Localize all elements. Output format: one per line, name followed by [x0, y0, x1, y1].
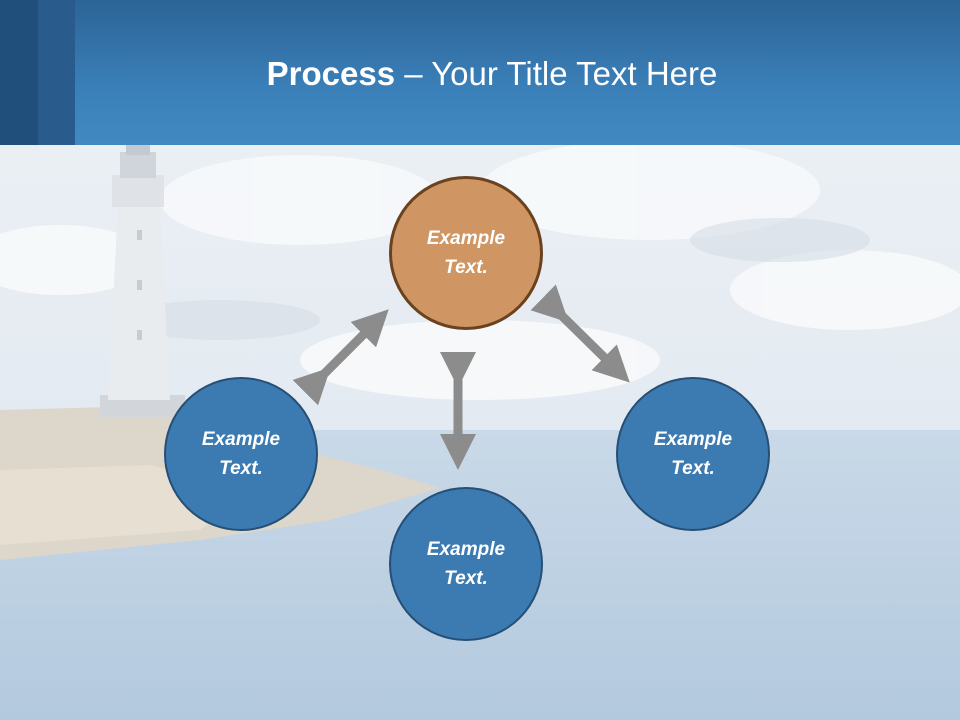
node-right: Example Text.	[616, 377, 770, 531]
node-right-label: Example Text.	[653, 429, 733, 479]
accent-strip	[38, 0, 75, 145]
title-rest: – Your Title Text Here	[395, 55, 718, 92]
node-left: Example Text.	[164, 377, 318, 531]
title-bar	[0, 0, 960, 145]
slide-title: Process – Your Title Text Here	[0, 52, 960, 96]
node-bottom-label: Example Text.	[426, 539, 506, 589]
accent-strip	[0, 0, 38, 145]
node-left-label: Example Text.	[201, 429, 281, 479]
node-top: Example Text.	[389, 176, 543, 330]
node-top-label: Example Text.	[426, 228, 506, 278]
arrow-top-right	[530, 284, 630, 383]
arrow-top-left	[292, 309, 389, 406]
node-bottom: Example Text.	[389, 487, 543, 641]
title-bold: Process	[266, 55, 396, 92]
